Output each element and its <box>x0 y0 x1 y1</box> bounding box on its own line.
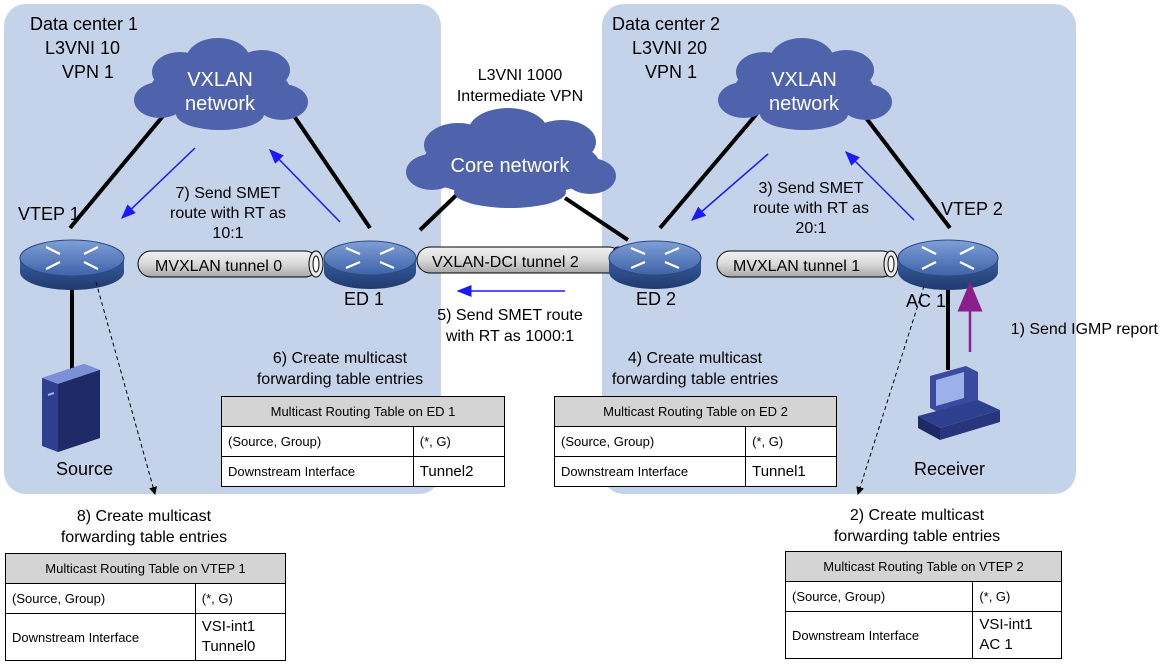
vtep2-row2-label: Downstream Interface <box>784 611 974 659</box>
step3-line3: 20:1 <box>795 220 826 237</box>
step4-line1: 4) Create multicast <box>628 350 763 367</box>
vxlan-cloud-left-line2: network <box>185 93 256 115</box>
ed2-row1-label: (Source, Group) <box>553 426 747 457</box>
ed1-row1-value: (*, G) <box>412 426 506 457</box>
mvxlan-tunnel-0 <box>137 250 324 278</box>
source-server-icon <box>42 364 100 452</box>
vtep2-row2-value-1: VSI-int1 <box>979 616 1033 633</box>
step1-line1: 1) Send IGMP report <box>1011 321 1159 338</box>
ed2-table-title: Multicast Routing Table on ED 2 <box>554 396 837 427</box>
step7-arrow-icon <box>120 147 196 220</box>
vtep1-row2-value-1: VSI-int1 <box>201 618 256 635</box>
dc1-title: Data center 1 <box>30 14 138 34</box>
vtep2-label: VTEP 2 <box>941 199 1003 219</box>
step4-line2: forwarding table entries <box>612 371 778 388</box>
step7-line2: route with RT as <box>170 205 286 222</box>
vtep2-row1-value: (*, G) <box>972 581 1062 612</box>
data-center-1-area <box>4 4 441 494</box>
ed2-router-icon <box>608 240 702 289</box>
core-cloud-label: Core network <box>451 155 571 177</box>
vtep2-row2-value: VSI-int1 AC 1 <box>972 611 1062 659</box>
ed1-table-title: Multicast Routing Table on ED 1 <box>221 396 505 427</box>
step7-line3: 10:1 <box>212 225 243 242</box>
vtep2-table-title: Multicast Routing Table on VTEP 2 <box>785 551 1062 582</box>
mvxlan-tunnel-1 <box>716 250 899 278</box>
mvxlan-tunnel-1-label: MVXLAN tunnel 1 <box>733 258 860 275</box>
step3-arrow-icon <box>690 153 769 221</box>
ed2-row2-value: Tunnel1 <box>745 456 837 487</box>
dc2-title: Data center 2 <box>612 14 720 34</box>
step7-line1: 7) Send SMET <box>176 185 281 202</box>
step6-line2: forwarding table entries <box>257 371 423 388</box>
dc1-vpn: VPN 1 <box>62 62 114 82</box>
ed2-row2-label: Downstream Interface <box>553 456 747 487</box>
vtep2-routing-table: Multicast Routing Table on VTEP 2 (Sourc… <box>784 551 1062 659</box>
vtep1-row2-value: VSI-int1 Tunnel0 <box>194 613 287 661</box>
receiver-label: Receiver <box>914 459 985 479</box>
ed1-row2-value: Tunnel2 <box>412 456 506 487</box>
ed1-row1-label: (Source, Group) <box>221 426 414 457</box>
vtep1-table-pointer <box>95 281 157 495</box>
vtep1-row2-label: Downstream Interface <box>5 613 196 661</box>
step3-line2: route with RT as <box>753 200 869 217</box>
ed2-routing-table: Multicast Routing Table on ED 2 (Source,… <box>553 396 837 487</box>
vxlan-dci-tunnel-2-label: VXLAN-DCI tunnel 2 <box>432 254 579 271</box>
ed1-router-icon <box>323 240 417 289</box>
step2-line2: forwarding table entries <box>834 528 1000 545</box>
dc1-l3vni: L3VNI 10 <box>45 38 120 58</box>
vtep1-table-title: Multicast Routing Table on VTEP 1 <box>5 553 286 584</box>
ed1-routing-table: Multicast Routing Table on ED 1 (Source,… <box>221 396 506 487</box>
vxlan-cloud-right-line1: VXLAN <box>771 69 837 91</box>
ed2-row1-value: (*, G) <box>745 426 837 457</box>
step3-arrow-up-icon <box>844 150 915 221</box>
vtep1-row1-value: (*, G) <box>194 583 287 614</box>
vtep2-row1-label: (Source, Group) <box>784 581 974 612</box>
step6-line1: 6) Create multicast <box>273 350 408 367</box>
step7-arrow-up-icon <box>268 148 341 223</box>
step8-line1: 8) Create multicast <box>77 508 212 525</box>
step8-line2: forwarding table entries <box>61 529 227 546</box>
ac1-label: AC 1 <box>906 291 946 311</box>
vtep1-router-icon <box>19 239 125 290</box>
core-caption-line1: L3VNI 1000 <box>478 67 563 84</box>
step5-line2: with RT as 1000:1 <box>445 328 574 345</box>
vtep1-row2-value-2: Tunnel0 <box>201 638 256 655</box>
dc2-vpn: VPN 1 <box>645 62 697 82</box>
step5-line1: 5) Send SMET route <box>437 307 583 324</box>
step3-line1: 3) Send SMET <box>759 180 864 197</box>
vxlan-cloud-left <box>134 38 308 130</box>
receiver-pc-icon <box>918 366 1000 440</box>
ed1-label: ED 1 <box>344 289 384 309</box>
vtep1-routing-table: Multicast Routing Table on VTEP 1 (Sourc… <box>5 553 287 661</box>
vtep1-row1-label: (Source, Group) <box>5 583 196 614</box>
vtep2-table-pointer <box>856 285 925 495</box>
vxlan-cloud-right-line2: network <box>769 93 840 115</box>
network-links <box>68 108 952 375</box>
dc2-l3vni: L3VNI 20 <box>632 38 707 58</box>
ed1-row2-label: Downstream Interface <box>221 456 414 487</box>
vtep2-router-icon <box>897 239 999 290</box>
mvxlan-tunnel-0-label: MVXLAN tunnel 0 <box>155 258 282 275</box>
core-cloud <box>406 108 616 208</box>
core-caption-line2: Intermediate VPN <box>457 88 583 105</box>
vtep1-label: VTEP 1 <box>18 204 80 224</box>
source-label: Source <box>56 459 113 479</box>
vxlan-cloud-left-line1: VXLAN <box>187 69 253 91</box>
ed2-label: ED 2 <box>636 289 676 309</box>
step2-line1: 2) Create multicast <box>850 507 985 524</box>
vxlan-cloud-right <box>718 38 892 130</box>
vtep2-row2-value-2: AC 1 <box>979 636 1013 653</box>
